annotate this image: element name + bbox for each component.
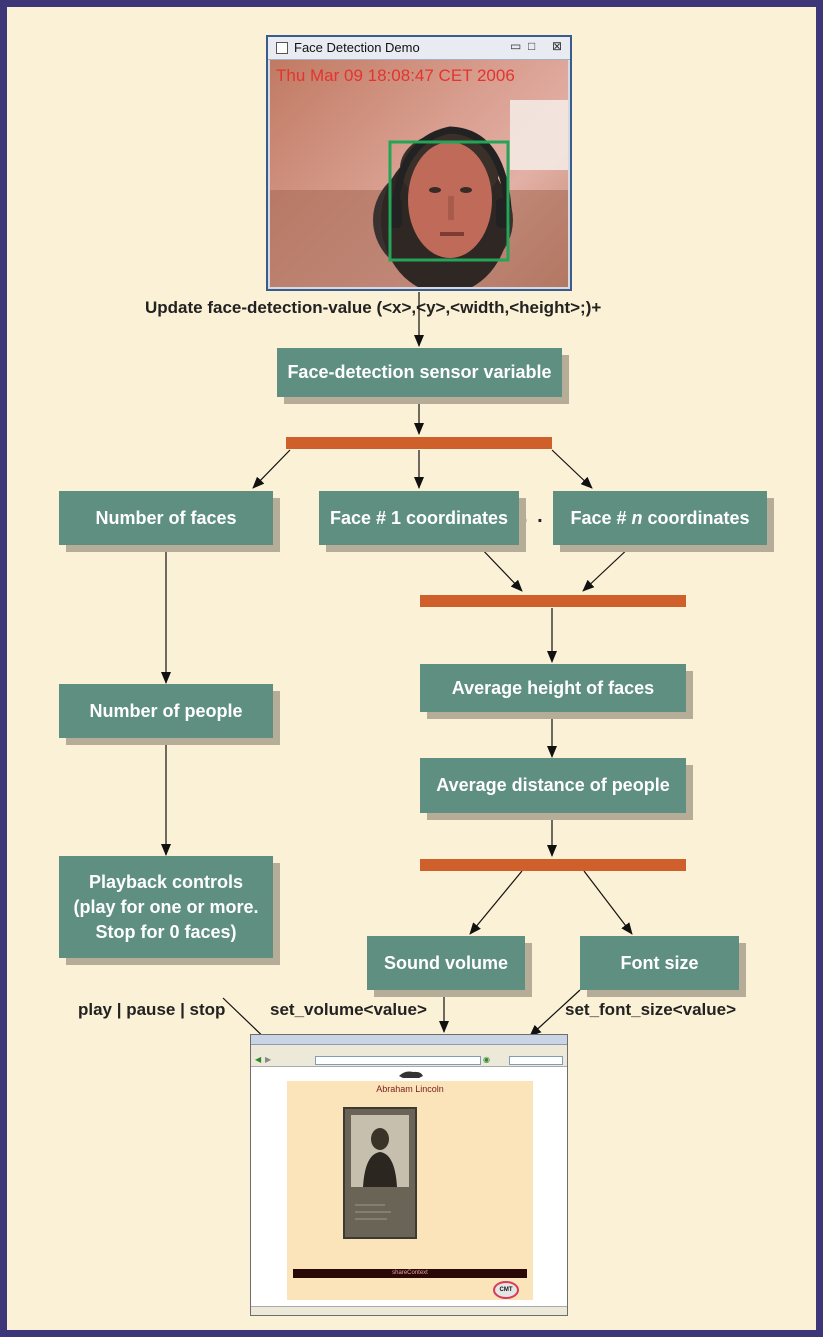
playback-line-3: Stop for 0 faces)	[95, 921, 237, 942]
arrow-bar3-to-font	[583, 870, 633, 935]
face-n-suffix: coordinates	[642, 507, 750, 528]
address-bar[interactable]	[315, 1056, 481, 1065]
average-height-box: Average height of faces	[420, 664, 686, 712]
merge-bar-2	[420, 595, 686, 607]
webcam-view: Thu Mar 09 18:08:47 CET 2006	[270, 60, 568, 287]
close-icon[interactable]: ⊠	[552, 39, 563, 53]
number-of-people-label: Number of people	[89, 700, 243, 721]
page-content: Abraham Lincoln shareContext CMT	[287, 1081, 533, 1300]
average-height-label: Average height of faces	[451, 677, 655, 698]
arrow-facen-to-bar2	[582, 544, 633, 592]
sound-volume-box: Sound volume	[367, 936, 525, 990]
average-distance-label: Average distance of people	[436, 775, 670, 795]
arrow-bar-to-facen	[551, 449, 593, 489]
number-of-faces-box: Number of faces	[59, 491, 273, 545]
minimize-icon[interactable]: ▭	[510, 39, 522, 53]
maximize-icon[interactable]: □	[528, 39, 536, 53]
sound-volume-label: Sound volume	[383, 952, 508, 973]
browser-window: ◀ ▶ ◉ Abraham Lincoln shareContext CMT	[250, 1034, 568, 1316]
cmt-logo: CMT	[493, 1281, 519, 1299]
face-n-coordinates-label: Face # n coordinates	[570, 506, 749, 531]
volume-command-label: set_volume<value>	[270, 1000, 427, 1019]
webcam-timestamp: Thu Mar 09 18:08:47 CET 2006	[276, 66, 515, 85]
back-icon[interactable]: ◀	[255, 1055, 262, 1064]
window-titlebar: Face Detection Demo ▭ □ ⊠	[268, 37, 570, 60]
webcam-image	[270, 100, 568, 287]
panther-logo	[399, 1071, 423, 1078]
portrait-figure	[351, 1115, 409, 1220]
window-icon	[276, 42, 288, 54]
arrow-font-to-browser	[529, 989, 581, 1037]
arrow-face1-to-bar2	[477, 544, 523, 592]
browser-titlebar	[251, 1035, 567, 1045]
face-n-variable: n	[631, 507, 643, 528]
split-bar-3	[420, 859, 686, 871]
portrait-image	[343, 1107, 417, 1239]
font-size-label: Font size	[620, 952, 699, 973]
browser-menubar	[251, 1045, 567, 1054]
font-size-box: Font size	[580, 936, 739, 990]
sensor-variable-box: Face-detection sensor variable	[277, 348, 562, 397]
face-n-prefix: Face #	[570, 507, 632, 528]
average-distance-box: Average distance of people	[420, 758, 686, 813]
playback-controls-box: Playback controls (play for one or more.…	[59, 856, 273, 958]
playback-line-2: (play for one or more.	[73, 896, 259, 917]
number-of-people-box: Number of people	[59, 684, 273, 738]
playback-line-1: Playback controls	[88, 871, 244, 892]
share-context-bar: shareContext	[293, 1269, 527, 1278]
split-bar-1	[286, 437, 552, 449]
go-icon[interactable]: ◉	[483, 1055, 490, 1064]
update-label: Update face-detection-value (<x>,<y>,<wi…	[145, 298, 602, 317]
search-box[interactable]	[509, 1056, 563, 1065]
face-bounding-box	[388, 140, 510, 262]
browser-statusbar	[251, 1306, 567, 1315]
arrow-bar-to-numfaces	[252, 449, 291, 489]
arrow-bar3-to-sound	[469, 870, 523, 935]
window-title: Face Detection Demo	[294, 40, 420, 55]
number-of-faces-label: Number of faces	[95, 507, 237, 528]
ellipsis: . . .	[522, 505, 560, 527]
face-n-coordinates-box: Face # n coordinates	[553, 491, 767, 545]
face-1-coordinates-box: Face # 1 coordinates	[319, 491, 519, 545]
playback-command-label: play | pause | stop	[78, 1000, 226, 1019]
face-detection-window: Face Detection Demo ▭ □ ⊠ Thu Mar 09 18:…	[266, 35, 572, 291]
sensor-variable-label: Face-detection sensor variable	[287, 362, 552, 382]
browser-toolbar: ◀ ▶ ◉	[251, 1054, 567, 1067]
font-command-label: set_font_size<value>	[565, 1000, 737, 1019]
forward-icon[interactable]: ▶	[265, 1055, 272, 1064]
page-heading: Abraham Lincoln	[376, 1084, 444, 1094]
face-1-coordinates-label: Face # 1 coordinates	[329, 507, 509, 528]
